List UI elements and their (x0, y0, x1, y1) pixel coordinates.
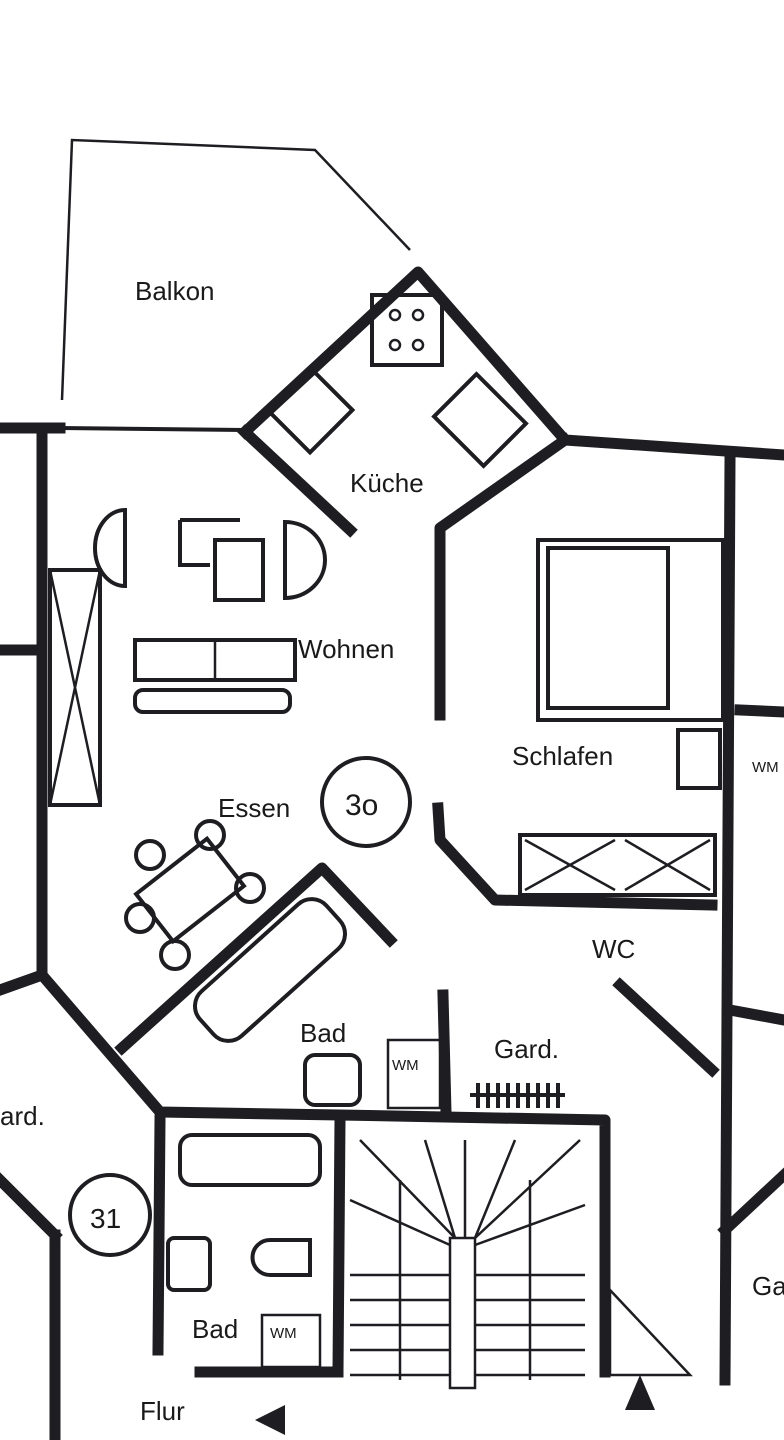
wm-label-upper: WM (392, 1057, 419, 1074)
room-label-balkon: Balkon (135, 276, 215, 306)
room-label-flur: Flur (140, 1396, 185, 1426)
unit-30-marker (320, 756, 412, 848)
unit-31-marker (68, 1173, 152, 1257)
balcony-outline (60, 138, 411, 401)
room-label-bad-lower: Bad (192, 1314, 238, 1344)
room-label-schlafen: Schlafen (512, 741, 613, 771)
room-label-essen: Essen (218, 793, 290, 823)
unit-31-label: 31 (90, 1203, 121, 1234)
room-label-gard-right: Ga (752, 1271, 784, 1301)
room-label-wc: WC (592, 934, 635, 964)
room-label-gard: Gard. (494, 1034, 559, 1064)
staircase (255, 1139, 693, 1435)
room-label-wohnen: Wohnen (298, 634, 394, 664)
wm-label-lower: WM (270, 1325, 297, 1342)
wm-label-right: WM (752, 759, 779, 776)
walls (0, 266, 784, 1440)
room-label-bad-upper: Bad (300, 1018, 346, 1048)
room-label-gard-left: ard. (0, 1101, 45, 1131)
furniture (48, 293, 725, 1369)
room-label-kueche: Küche (350, 468, 424, 498)
unit-30-label: 3o (345, 789, 378, 822)
